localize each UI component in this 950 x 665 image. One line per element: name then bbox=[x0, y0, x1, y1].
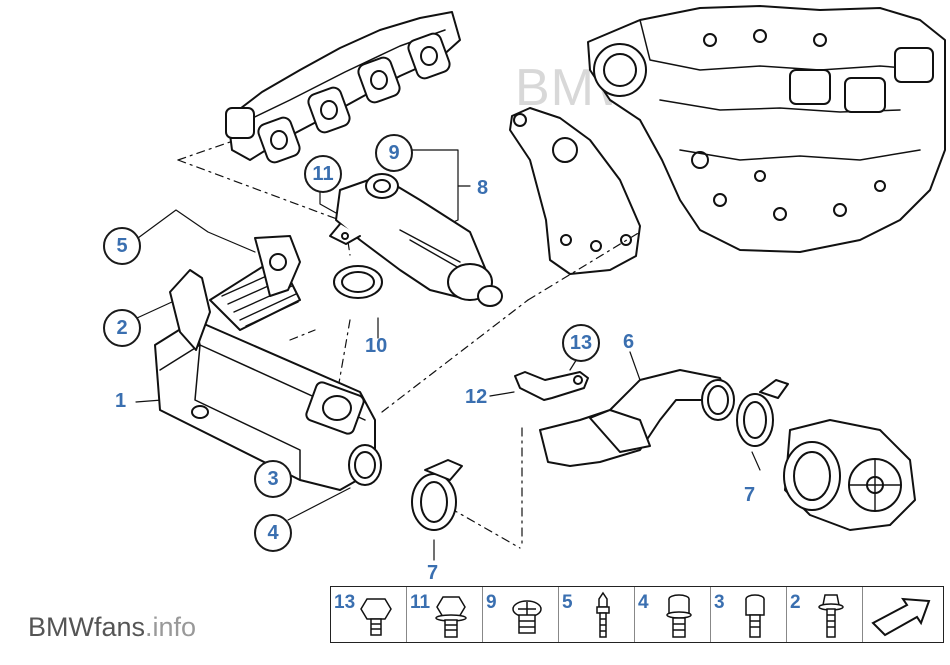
throttle-body bbox=[783, 419, 916, 531]
callout-10: 10 bbox=[365, 335, 388, 357]
callout-5: 5 bbox=[103, 227, 141, 265]
callout-13: 13 bbox=[562, 324, 600, 362]
callout-4: 4 bbox=[254, 514, 292, 552]
socket-screw-icon bbox=[666, 594, 692, 638]
exhaust-manifold bbox=[225, 11, 461, 164]
watermark-info: .info bbox=[145, 612, 197, 642]
fastener-legend: 13 11 9 5 bbox=[330, 586, 944, 643]
intake-pipe bbox=[539, 369, 735, 467]
legend-cell-3: 3 bbox=[711, 587, 787, 642]
callout-1: 1 bbox=[115, 390, 127, 412]
mounting-bracket bbox=[509, 107, 641, 275]
hex-bolt-flange-icon bbox=[435, 596, 467, 638]
legend-cell-13: 13 bbox=[331, 587, 407, 642]
legend-num: 4 bbox=[638, 592, 649, 613]
gasket-ring bbox=[333, 265, 383, 299]
site-watermark: BMWfans.info bbox=[28, 612, 196, 643]
hex-bolt-washer-icon bbox=[360, 598, 392, 636]
legend-num: 13 bbox=[334, 592, 356, 613]
watermark-brand: BMW bbox=[28, 612, 94, 642]
legend-cell-2: 2 bbox=[787, 587, 863, 642]
callout-6: 6 bbox=[623, 331, 635, 353]
egr-valve bbox=[329, 173, 503, 307]
engine-block bbox=[587, 5, 946, 253]
banjo-bolt-icon bbox=[512, 600, 542, 634]
callout-7-bottom: 7 bbox=[427, 562, 439, 584]
hose-clamp-upper bbox=[736, 379, 789, 447]
hose-clamp-lower bbox=[411, 459, 463, 531]
legend-num: 2 bbox=[790, 592, 801, 613]
flange-screw-icon bbox=[818, 594, 844, 638]
next-arrow-icon bbox=[871, 597, 931, 637]
callout-9: 9 bbox=[375, 134, 413, 172]
leader-lines bbox=[177, 141, 641, 549]
legend-cell-9: 9 bbox=[483, 587, 559, 642]
callout-7-right: 7 bbox=[744, 484, 756, 506]
legend-num: 9 bbox=[486, 592, 497, 613]
legend-num: 5 bbox=[562, 592, 573, 613]
stud-bolt-icon bbox=[596, 591, 610, 638]
legend-cell-4: 4 bbox=[635, 587, 711, 642]
callout-12: 12 bbox=[465, 386, 488, 408]
callout-2: 2 bbox=[103, 309, 141, 347]
allen-screw-icon bbox=[745, 594, 765, 638]
callout-3: 3 bbox=[254, 460, 292, 498]
callout-8: 8 bbox=[477, 177, 489, 199]
legend-num: 11 bbox=[410, 592, 431, 613]
legend-num: 3 bbox=[714, 592, 725, 613]
watermark-fans: fans bbox=[93, 612, 146, 642]
legend-cell-11: 11 bbox=[407, 587, 483, 642]
gasket-bracket bbox=[514, 371, 589, 401]
next-page-button[interactable] bbox=[863, 587, 943, 642]
egr-cooler bbox=[154, 319, 382, 491]
legend-cell-5: 5 bbox=[559, 587, 635, 642]
flex-pipe bbox=[169, 235, 301, 351]
callout-11: 11 bbox=[304, 155, 342, 193]
